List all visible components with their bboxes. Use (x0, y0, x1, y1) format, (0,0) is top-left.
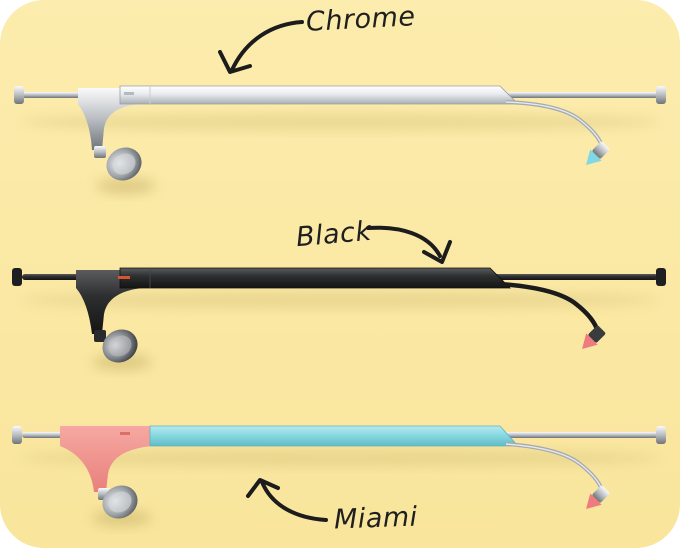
black-shower-system (12, 225, 666, 370)
miami-shower-system (12, 425, 666, 526)
chrome-shower-system (14, 20, 666, 194)
variant-label-black: Black (294, 215, 373, 254)
variant-label-chrome: Chrome (305, 1, 417, 38)
variant-label-miami: Miami (333, 501, 419, 536)
